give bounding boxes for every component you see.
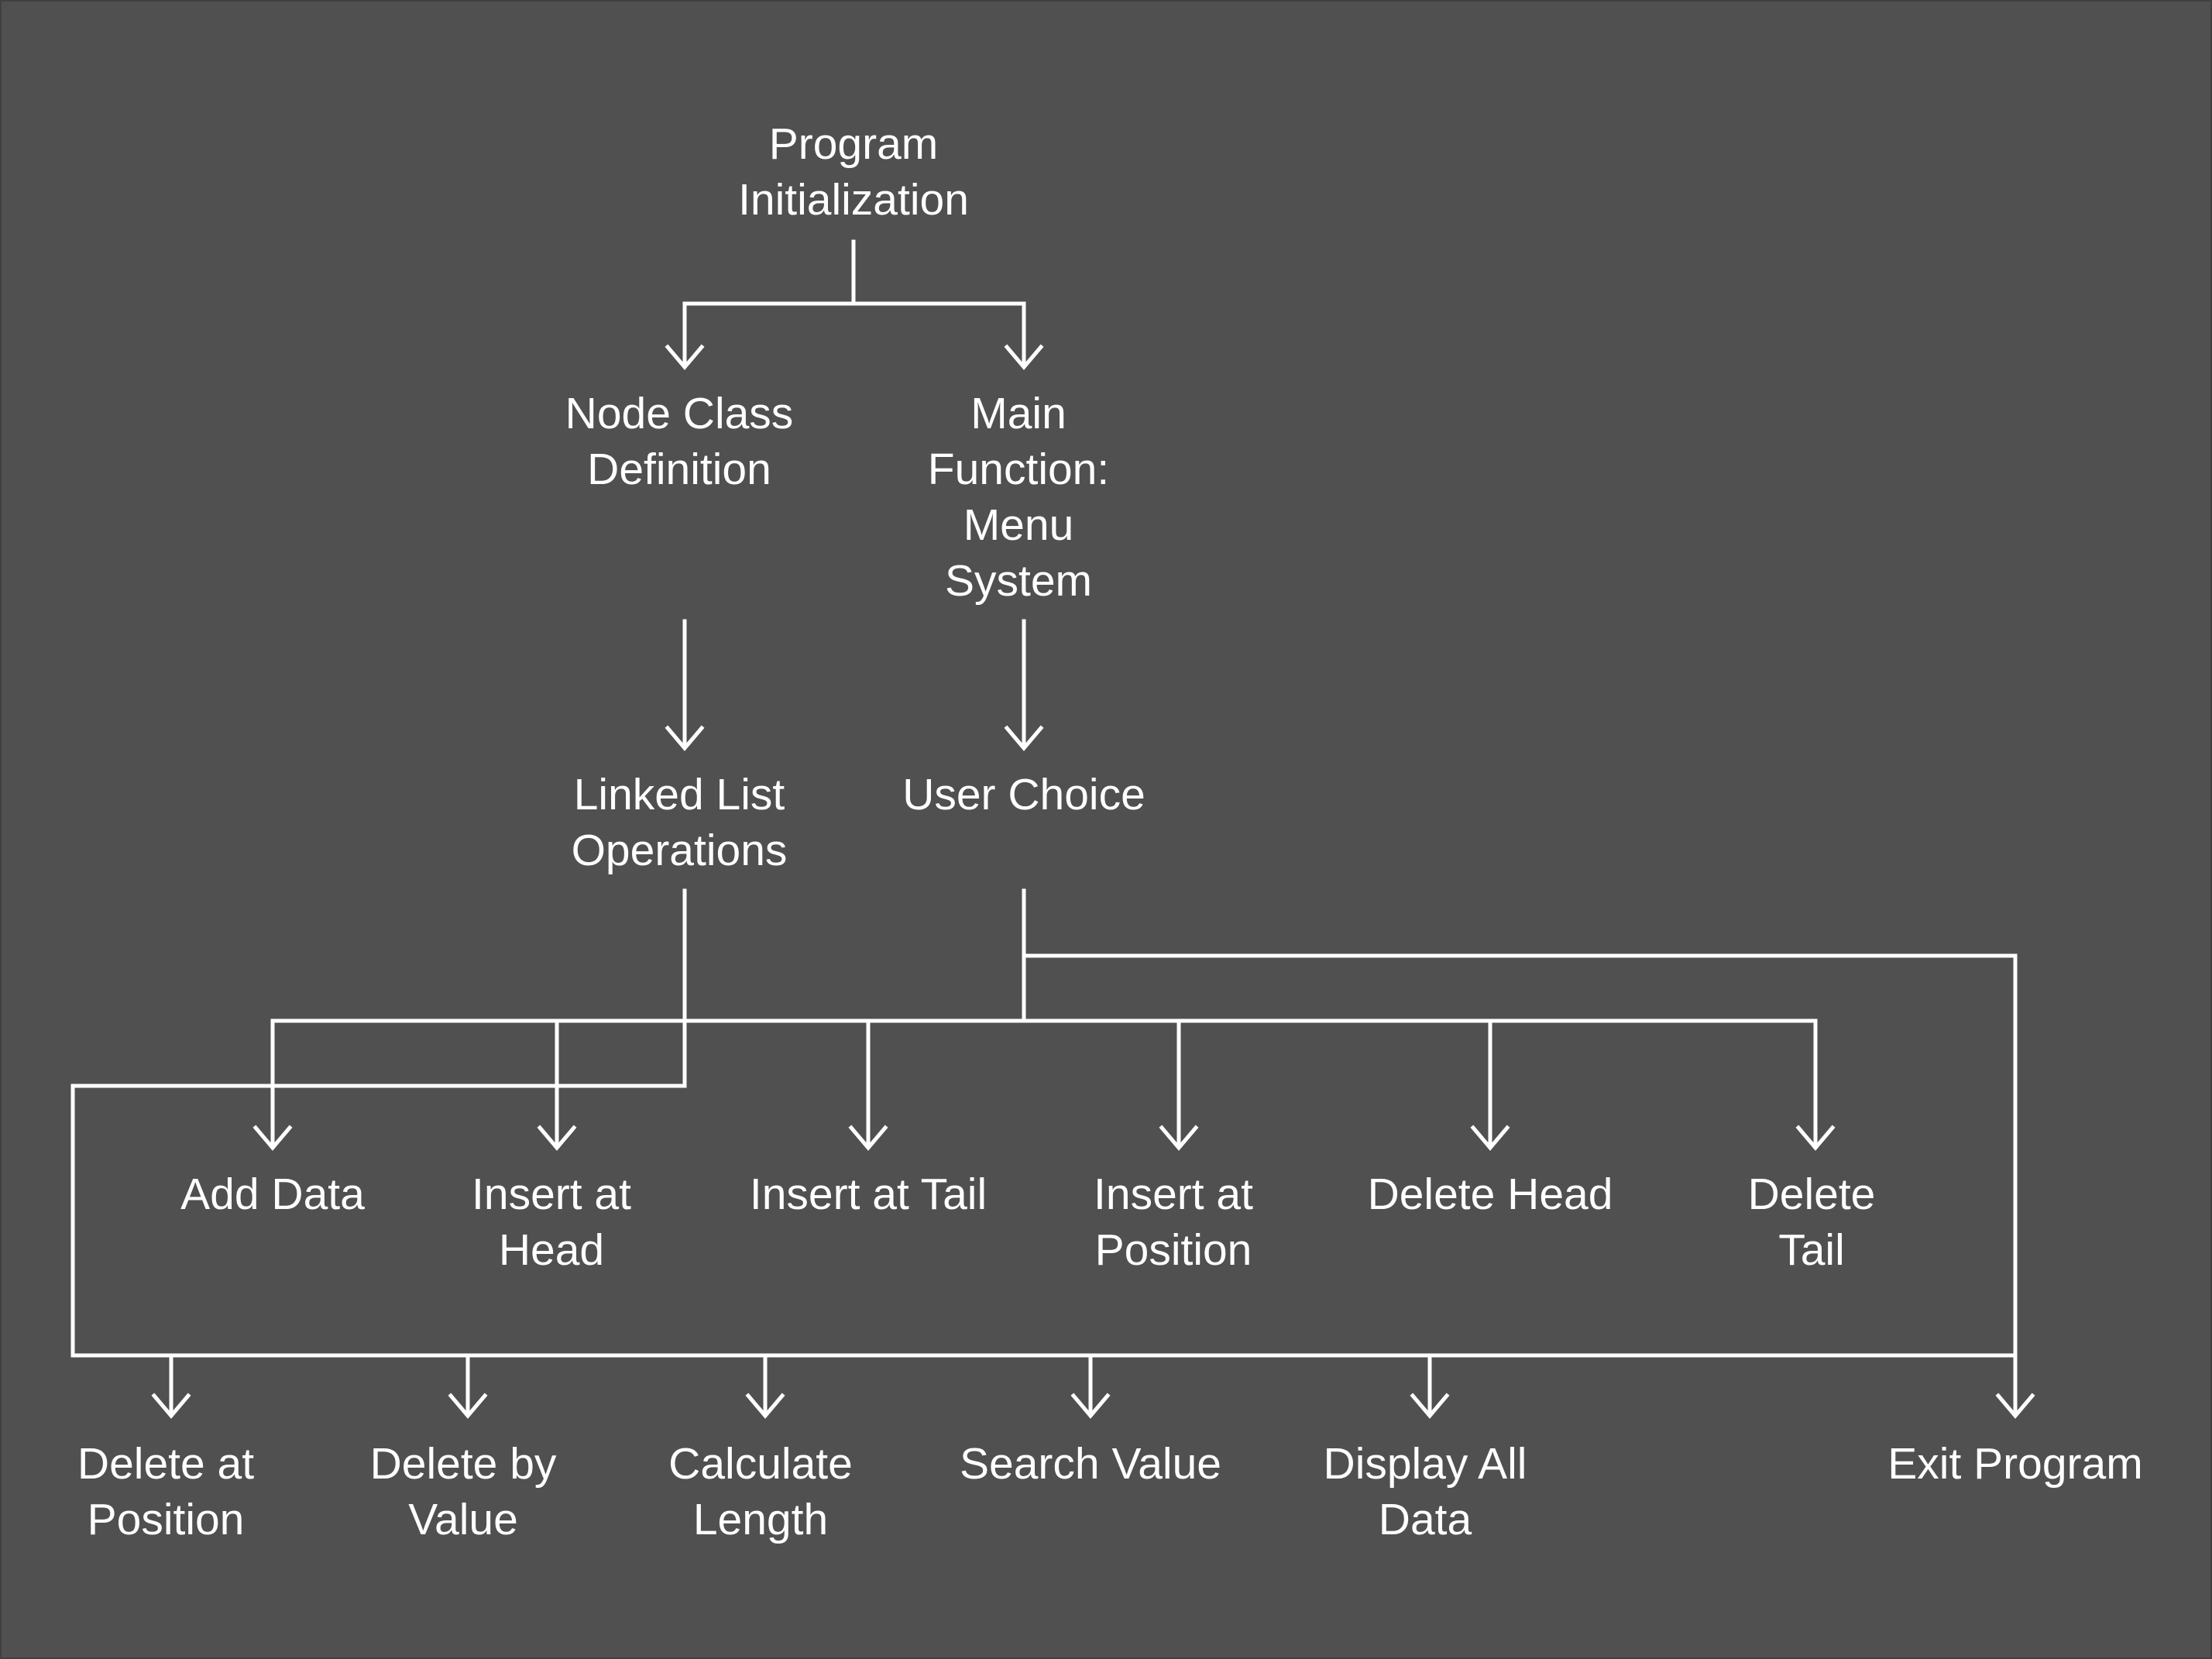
arrowhead-display-all — [1410, 1393, 1450, 1419]
arrowhead-insert-position — [1159, 1125, 1199, 1151]
node-display-all-data: Display All Data — [1323, 1439, 1527, 1544]
arrowhead-search-value — [1070, 1393, 1111, 1419]
node-add-data: Add Data — [180, 1170, 365, 1219]
arrowhead-delete-value — [448, 1393, 488, 1419]
node-node-class-definition: Node Class Definition — [565, 389, 794, 494]
node-linked-list-operations: Linked List Operations — [571, 770, 788, 875]
node-insert-at-tail: Insert at Tail — [749, 1170, 988, 1219]
arrowhead-delete-position — [151, 1393, 191, 1419]
arrowhead-node-class — [665, 344, 705, 370]
arrowhead-linked-list-ops — [665, 725, 705, 751]
arrowhead-user-choice — [1004, 725, 1044, 751]
connector-choice-to-exit — [1022, 953, 2018, 1415]
connector-ops-route — [70, 888, 2018, 1358]
node-calculate-length: Calculate Length — [668, 1439, 853, 1544]
node-insert-at-head: Insert at Head — [472, 1170, 631, 1275]
connector-init-branch — [682, 239, 1026, 366]
node-delete-at-position: Delete at Position — [77, 1439, 255, 1544]
arrowhead-delete-tail — [1795, 1125, 1836, 1151]
arrowhead-exit-program — [1995, 1393, 2035, 1419]
node-exit-program: Exit Program — [1887, 1439, 2143, 1489]
node-insert-at-position: Insert at Position — [1094, 1170, 1253, 1275]
node-delete-tail: Delete Tail — [1747, 1170, 1876, 1275]
node-delete-head: Delete Head — [1367, 1170, 1613, 1219]
node-main-function-menu-system: Main Function: Menu System — [927, 389, 1110, 606]
node-user-choice: User Choice — [902, 770, 1146, 819]
arrowhead-insert-tail — [848, 1125, 888, 1151]
node-search-value: Search Value — [960, 1439, 1221, 1489]
arrowhead-delete-head — [1470, 1125, 1510, 1151]
arrowhead-add-data — [252, 1125, 293, 1151]
arrowhead-calc-length — [745, 1393, 785, 1419]
node-delete-by-value: Delete by Value — [369, 1439, 557, 1544]
arrowhead-insert-head — [537, 1125, 577, 1151]
arrowhead-main-function — [1004, 344, 1044, 370]
node-program-initialization: Program Initialization — [738, 119, 969, 225]
